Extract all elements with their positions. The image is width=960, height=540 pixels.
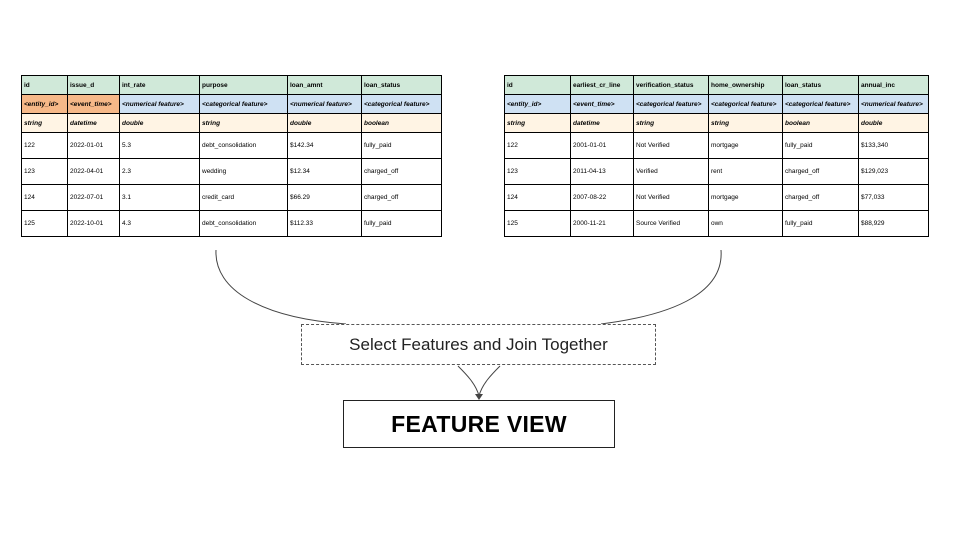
- right-connector-curve: [600, 249, 722, 325]
- column-header: id: [504, 75, 571, 95]
- table-row: 123 2022-04-01 2.3 wedding $12.34 charge…: [21, 158, 442, 185]
- left-connector-curve: [215, 249, 347, 325]
- column-role: <categorical feature>: [633, 94, 709, 114]
- table-cell: 2007-08-22: [570, 184, 634, 211]
- column-header: annual_inc: [858, 75, 929, 95]
- table-row: 123 2011-04-13 Verified rent charged_off…: [504, 158, 929, 185]
- table-row: 124 2022-07-01 3.1 credit_card $66.29 ch…: [21, 184, 442, 211]
- column-header: verification_status: [633, 75, 709, 95]
- column-role: <categorical feature>: [708, 94, 783, 114]
- role-row: <entity_id> <event_time> <categorical fe…: [504, 94, 929, 114]
- table-cell: Source Verified: [633, 210, 709, 237]
- column-type: string: [199, 113, 288, 133]
- role-row: <entity_id> <event_time> <numerical feat…: [21, 94, 442, 114]
- column-type: double: [858, 113, 929, 133]
- column-role: <numerical feature>: [287, 94, 362, 114]
- table-cell: 124: [504, 184, 571, 211]
- table-cell: own: [708, 210, 783, 237]
- table-row: 122 2022-01-01 5.3 debt_consolidation $1…: [21, 132, 442, 159]
- column-role: <categorical feature>: [361, 94, 442, 114]
- table-cell: fully_paid: [361, 132, 442, 159]
- table-cell: 123: [504, 158, 571, 185]
- column-role: <categorical feature>: [782, 94, 859, 114]
- column-type: string: [633, 113, 709, 133]
- column-header: issue_d: [67, 75, 120, 95]
- table-cell: debt_consolidation: [199, 132, 288, 159]
- table-cell: 122: [504, 132, 571, 159]
- table-cell: 124: [21, 184, 68, 211]
- column-header: loan_status: [361, 75, 442, 95]
- table-cell: 2.3: [119, 158, 200, 185]
- column-role: <numerical feature>: [119, 94, 200, 114]
- table-cell: 2022-10-01: [67, 210, 120, 237]
- join-step-label: Select Features and Join Together: [349, 334, 608, 354]
- feature-view-box: FEATURE VIEW: [343, 400, 615, 448]
- table-cell: $88,929: [858, 210, 929, 237]
- table-row: 124 2007-08-22 Not Verified mortgage cha…: [504, 184, 929, 211]
- table-cell: rent: [708, 158, 783, 185]
- column-header: loan_amnt: [287, 75, 362, 95]
- table-cell: 3.1: [119, 184, 200, 211]
- column-type: double: [287, 113, 362, 133]
- column-header: id: [21, 75, 68, 95]
- table-cell: Not Verified: [633, 184, 709, 211]
- feature-view-label: FEATURE VIEW: [391, 410, 567, 437]
- table-cell: $112.33: [287, 210, 362, 237]
- table-cell: 125: [21, 210, 68, 237]
- column-role: <entity_id>: [21, 94, 68, 114]
- table-cell: $133,340: [858, 132, 929, 159]
- table-cell: 4.3: [119, 210, 200, 237]
- table-cell: fully_paid: [361, 210, 442, 237]
- merge-arrow-left: [457, 365, 480, 397]
- column-header: home_ownership: [708, 75, 783, 95]
- table-row: 122 2001-01-01 Not Verified mortgage ful…: [504, 132, 929, 159]
- column-type: datetime: [570, 113, 634, 133]
- table-cell: $77,033: [858, 184, 929, 211]
- borrower-table: id earliest_cr_line verification_status …: [504, 75, 929, 237]
- arrowhead-icon: [475, 394, 483, 400]
- table-row: 125 2022-10-01 4.3 debt_consolidation $1…: [21, 210, 442, 237]
- loan-table: id issue_d int_rate purpose loan_amnt lo…: [21, 75, 442, 237]
- table-cell: 2000-11-21: [570, 210, 634, 237]
- column-type: boolean: [782, 113, 859, 133]
- join-step-box: Select Features and Join Together: [301, 324, 656, 365]
- column-type: string: [708, 113, 783, 133]
- table-cell: 125: [504, 210, 571, 237]
- column-role: <event_time>: [570, 94, 634, 114]
- column-type: string: [21, 113, 68, 133]
- merge-arrow-right: [478, 365, 501, 397]
- table-cell: debt_consolidation: [199, 210, 288, 237]
- column-role: <numerical feature>: [858, 94, 929, 114]
- column-type: datetime: [67, 113, 120, 133]
- table-cell: $129,023: [858, 158, 929, 185]
- column-header: earliest_cr_line: [570, 75, 634, 95]
- column-role: <event_time>: [67, 94, 120, 114]
- table-row: 125 2000-11-21 Source Verified own fully…: [504, 210, 929, 237]
- type-row: string datetime string string boolean do…: [504, 113, 929, 133]
